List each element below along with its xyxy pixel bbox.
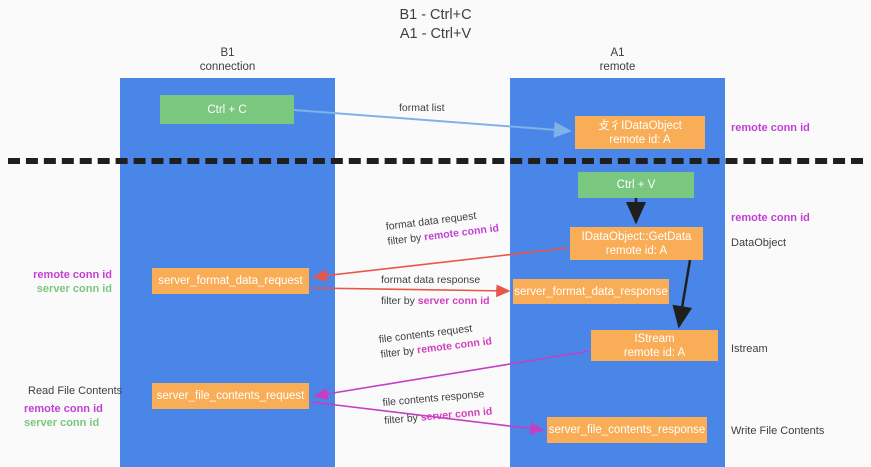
filter-prefix: filter by	[383, 411, 422, 427]
label-format-data-request: format data request filter by remote con…	[385, 206, 500, 249]
node-ctrl-c[interactable]: Ctrl + C	[160, 95, 294, 124]
annotation-write-file-contents: Write File Contents	[731, 425, 825, 437]
label-format-data-response: format data response filter by server co…	[381, 273, 490, 309]
filter-prefix: filter by	[381, 295, 418, 307]
filter-key-server-conn-id: server conn id	[420, 405, 493, 424]
node-ctrl-v[interactable]: Ctrl + V	[578, 172, 694, 198]
node-server-format-data-request[interactable]: server_format_data_request	[152, 268, 309, 294]
label-format-data-response-line1: format data response	[381, 274, 481, 286]
lane-header-a1: A1 remote	[599, 47, 636, 73]
lane-header-b1: B1 connection	[199, 47, 256, 73]
label-file-contents-response: file contents response filter by server …	[382, 387, 493, 429]
annotation-istream: Istream	[731, 343, 768, 355]
annotation-left-server-conn-id: server conn id	[36, 283, 112, 295]
filter-prefix: filter by	[379, 344, 418, 361]
annotation-dataobject: DataObject	[731, 237, 787, 249]
annotation-remote-conn-id-mid: remote conn id	[731, 212, 810, 224]
annotation-read-file-contents: Read File Contents	[28, 385, 123, 397]
annotation-left-conn-ids-2: remote conn id server conn id	[24, 402, 103, 430]
label-file-contents-request: file contents request filter by remote c…	[378, 319, 493, 362]
node-server-file-contents-request[interactable]: server_file_contents_request	[152, 383, 309, 409]
node-server-file-contents-response[interactable]: server_file_contents_response	[547, 417, 707, 443]
label-format-list: format list	[399, 102, 445, 114]
annotation-left-remote-conn-id-2: remote conn id	[24, 403, 103, 415]
annotation-left-conn-ids: remote conn id server conn id	[22, 268, 112, 296]
label-format-data-response-line2: filter by server conn id	[381, 294, 490, 309]
node-idataobject-getdata[interactable]: IDataObject::GetData remote id: A	[570, 227, 703, 260]
annotation-left-server-conn-id-2: server conn id	[24, 417, 100, 429]
filter-key-server-conn-id: server conn id	[417, 295, 490, 307]
section-divider	[8, 158, 863, 164]
node-istream[interactable]: IStream remote id: A	[591, 330, 718, 361]
node-server-format-data-response[interactable]: server_format_data_response	[513, 279, 669, 304]
node-idataobject-remote[interactable]: ⽁⼻IDataObject remote id: A	[575, 116, 705, 149]
annotation-remote-conn-id-top: remote conn id	[731, 122, 810, 134]
page-title: B1 - Ctrl+C A1 - Ctrl+V	[399, 7, 472, 42]
annotation-left-remote-conn-id: remote conn id	[33, 269, 112, 281]
filter-prefix: filter by	[386, 231, 425, 248]
